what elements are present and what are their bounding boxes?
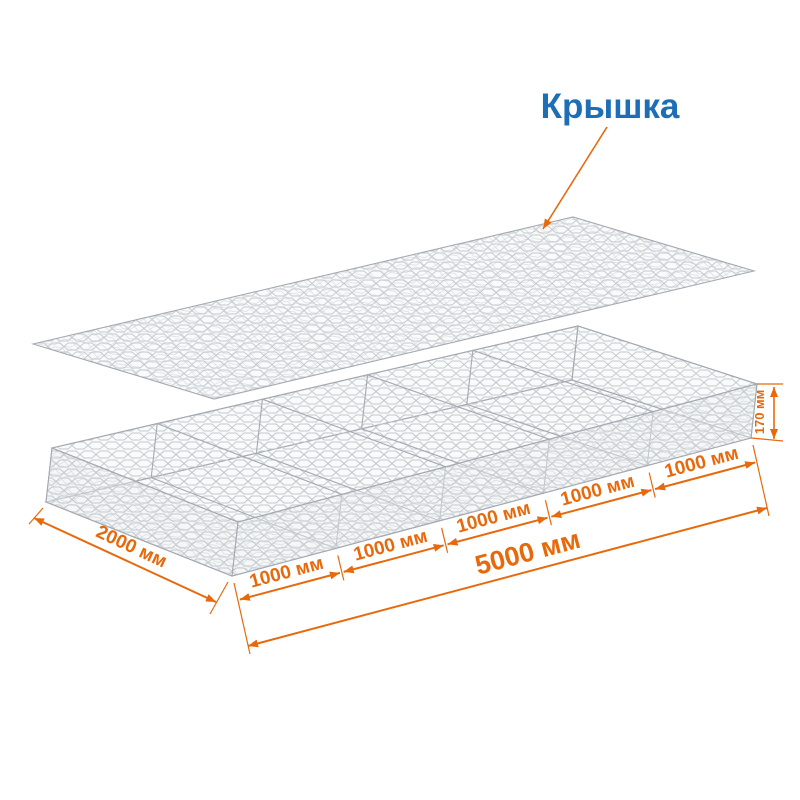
depth-extension-line-b bbox=[209, 581, 229, 615]
lid-pointer-arrow bbox=[542, 126, 608, 230]
depth-extension-line-a bbox=[28, 507, 44, 525]
cell-dimension-line-5 bbox=[654, 461, 756, 491]
chain-extension-4 bbox=[648, 472, 656, 498]
chain-extension-3 bbox=[544, 500, 552, 526]
lid-label: Крышка bbox=[541, 87, 680, 126]
lid-mesh bbox=[30, 216, 757, 400]
depth-dimension-line bbox=[33, 517, 217, 603]
height-dimension-label: 170 мм bbox=[752, 390, 767, 435]
height-extension-line-b bbox=[750, 437, 784, 442]
chain-extension-2 bbox=[441, 527, 449, 553]
chain-extension-0 bbox=[233, 582, 251, 655]
length-dimension-line bbox=[247, 506, 768, 648]
chain-extension-5 bbox=[752, 444, 770, 517]
lid-panel bbox=[30, 216, 757, 400]
chain-extension-1 bbox=[337, 555, 345, 581]
